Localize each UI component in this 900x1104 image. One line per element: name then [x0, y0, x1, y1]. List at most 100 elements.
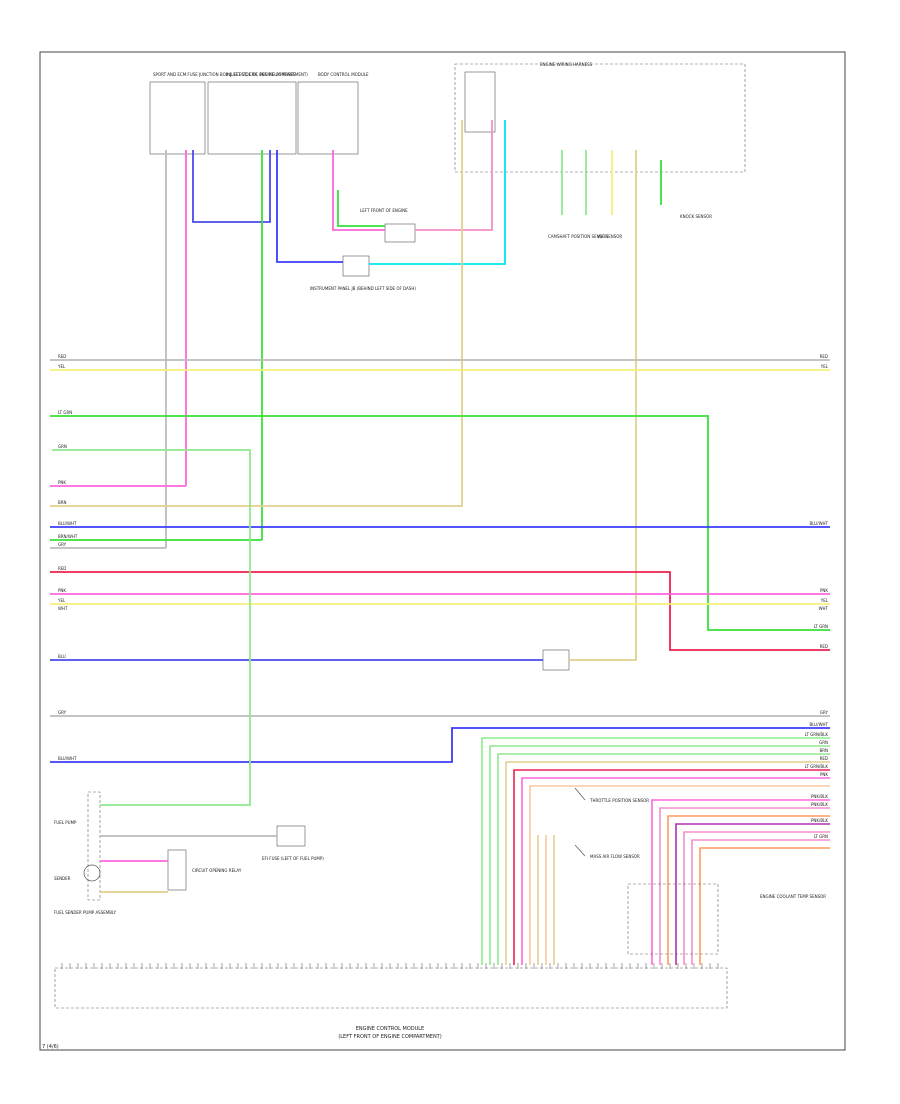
- right-wire-label: RED: [820, 644, 828, 649]
- left-wire-label: BLU/WHT: [58, 521, 77, 526]
- relay-group-label: INJ, ELECT, CRK, PCV RELAY FUSES: [226, 72, 296, 77]
- right-wire-label: BRN: [819, 748, 828, 753]
- right-wire-label: RED: [820, 354, 828, 359]
- wire-sensor-2b: [569, 150, 637, 661]
- junction-1-label: INSTRUMENT PANEL JB (BEHIND LEFT SIDE OF…: [310, 286, 416, 291]
- right-wire-label: GRN: [819, 740, 828, 745]
- engine-harness-box: [454, 63, 746, 173]
- junction-connector-1: [384, 223, 416, 243]
- right-wire-label: BLU/WHT: [810, 722, 829, 727]
- connector-block: [464, 71, 496, 133]
- right-wire-label: PNK/BLK: [811, 818, 828, 823]
- ecm-group-label: SPORT AND ECM FUSE JUNCTION BOX (LEFT SI…: [153, 72, 308, 77]
- ecm-wire-3: [505, 761, 830, 965]
- ecm-wire-5: [521, 777, 830, 965]
- sensor-wire-6: [699, 847, 830, 965]
- left-wire-label: RED: [58, 354, 66, 359]
- ecm-wire-1: [489, 745, 830, 965]
- sensor-wire-4: [683, 831, 830, 965]
- left-wire-label: GRY: [58, 542, 67, 547]
- engine-harness-label: ENGINE WIRING HARNESS: [540, 62, 593, 67]
- sensor-a-label: THROTTLE POSITION SENSOR: [589, 798, 649, 803]
- top-components: SPORT AND ECM FUSE JUNCTION BOX (LEFT SI…: [149, 62, 746, 671]
- ecm-module-box: [54, 967, 728, 1009]
- efi-fuse-label: EFI FUSE (LEFT OF FUEL PUMP): [262, 856, 324, 861]
- sensor-b-arrow: [574, 844, 586, 857]
- left-wire-label: GRY: [58, 710, 67, 715]
- diagram-frame: [39, 51, 846, 1051]
- ecm-wire-0: [481, 737, 830, 965]
- sensor-wire-3: [675, 823, 830, 965]
- left-wire-label: GRN: [58, 444, 67, 449]
- ecm-module: ENGINE CONTROL MODULE (LEFT FRONT OF ENG…: [54, 963, 728, 1040]
- ecm-wire-2: [497, 753, 830, 965]
- sensor-wire-0: [651, 799, 830, 965]
- ecm-wire-4: [513, 769, 830, 965]
- fuse-box-2: [207, 81, 297, 155]
- wire-grn-fuel: [52, 449, 251, 806]
- right-wire-label: YEL: [820, 364, 829, 369]
- left-wire-label: BRN: [58, 500, 67, 505]
- fuel-assembly-label: FUEL SENDER PUMP ASSEMBLY: [54, 910, 117, 915]
- fuel-pump-label: FUEL PUMP: [54, 820, 77, 825]
- sensor-wire-2: [667, 815, 830, 965]
- junction-connector-3: [542, 649, 570, 671]
- left-wire-labels: RED YEL LT GRN GRN PNK BRN BLU/WHT BRN/WHT GRY RE…: [57, 354, 78, 761]
- feeder-wires: [50, 120, 662, 661]
- sensor-2-label: A/F SENSOR: [598, 234, 622, 239]
- wire-ltgrn-2: [337, 190, 385, 227]
- fuse-box-3: [297, 81, 359, 155]
- right-wire-label: PNK/BLK: [811, 802, 828, 807]
- left-wire-label: WHT: [58, 606, 68, 611]
- sensor-b-label: MASS AIR FLOW SENSOR: [590, 854, 640, 859]
- relay-label: CIRCUIT OPENING RELAY: [192, 868, 242, 873]
- right-wire-label: LT GRN/BLK: [805, 732, 829, 737]
- sensor-wire-1: [659, 807, 830, 965]
- bus-wire-2: [50, 415, 830, 631]
- right-wire-label: LT GRN: [814, 834, 828, 839]
- fuse-box-1: [149, 81, 206, 155]
- junction-connector-2: [342, 255, 370, 277]
- wire-brn-top: [50, 120, 463, 507]
- efi-fuse-connector: [276, 825, 306, 847]
- sensor-a-arrow: [574, 787, 586, 801]
- body-group-label: BODY CONTROL MODULE: [318, 72, 369, 77]
- right-wire-label: PNK: [820, 588, 828, 593]
- ecm-label-1: ENGINE CONTROL MODULE: [356, 1026, 424, 1032]
- footer-code: 7 (4/6): [42, 1044, 59, 1050]
- left-wire-label: BLU/WHT: [58, 756, 77, 761]
- bottom-sensors: THROTTLE POSITION SENSOR MASS AIR FLOW S…: [574, 787, 826, 955]
- sender-label: SENDER: [54, 876, 71, 881]
- relay-box: [167, 849, 187, 891]
- left-wire-label: LT GRN: [58, 410, 72, 415]
- left-wire-label: PNK: [58, 480, 66, 485]
- left-wire-label: YEL: [57, 598, 66, 603]
- right-wire-label: LT GRN/BLK: [805, 764, 829, 769]
- pump-motor: [83, 864, 101, 882]
- right-wire-label: LT GRN: [814, 624, 828, 629]
- wire-ltblu-top: [369, 120, 506, 265]
- right-wire-label: YEL: [820, 598, 829, 603]
- left-wire-label: YEL: [57, 364, 66, 369]
- ecm-pins: [61, 963, 719, 969]
- right-wire-label: GRY: [820, 710, 829, 715]
- right-wire-label: PNK/BLK: [811, 794, 828, 799]
- right-wire-label: PNK: [820, 772, 828, 777]
- bus-wire-7: [50, 571, 830, 651]
- fuel-sender-bracket: [87, 791, 101, 901]
- sensor-3-label: KNOCK SENSOR: [680, 214, 712, 219]
- left-wire-label: PNK: [58, 588, 66, 593]
- bus-wire-12: [50, 727, 830, 763]
- sensor-c-bracket: [627, 883, 719, 955]
- left-wire-label: RED: [58, 566, 66, 571]
- ecm-label-2: (LEFT FRONT OF ENGINE COMPARTMENT): [338, 1034, 441, 1040]
- wire-bluwht-feeder: [276, 150, 343, 263]
- left-wire-label: BRN/WHT: [58, 534, 78, 539]
- sensor-1-label: CAMSHAFT POSITION SENSOR: [548, 234, 608, 239]
- bus-wires: [50, 359, 830, 965]
- sensor-wire-5: [691, 839, 830, 965]
- ecm-wire-6: [529, 785, 830, 965]
